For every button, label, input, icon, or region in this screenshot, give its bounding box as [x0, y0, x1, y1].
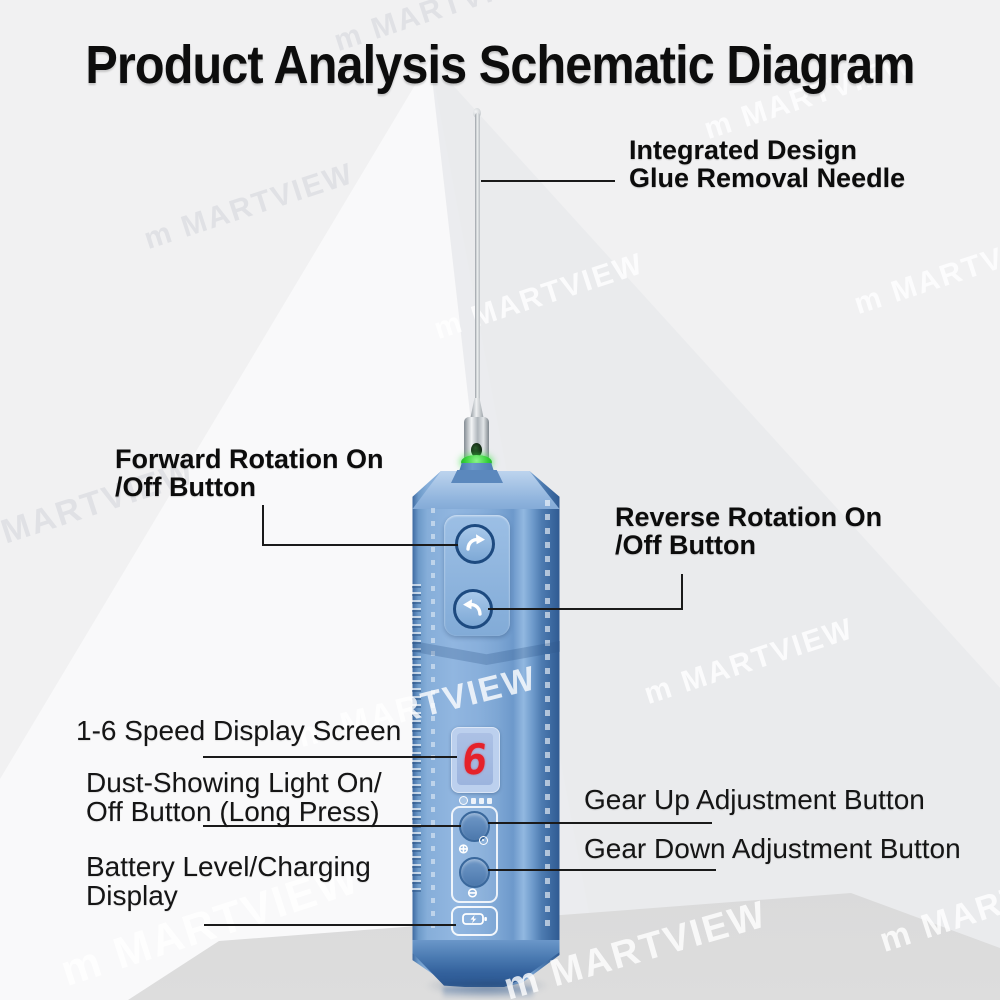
leader-line-reverse-h: [488, 608, 683, 610]
leader-line-gear-down: [488, 869, 716, 871]
leader-line-speed: [203, 756, 457, 758]
forward-rotation-button: [455, 524, 495, 564]
brand-logo-mark-icon: [458, 796, 468, 805]
plus-circle-icon: ⊕: [458, 841, 469, 856]
grip-ridges: [412, 584, 421, 894]
needle-taper: [470, 398, 484, 420]
watermark: m MARTVIEW: [430, 247, 648, 346]
speed-display-label: 1-6 Speed Display Screen: [76, 715, 402, 746]
leader-line-forward-v: [262, 505, 264, 546]
dust-light-label: Dust-Showing Light On/ Off Button (Long …: [86, 767, 382, 827]
leader-line-reverse-v: [681, 574, 683, 610]
reverse-rotation-button: [453, 589, 493, 629]
device-reflection-streak: [443, 987, 533, 1000]
clockwise-arrow-icon: [462, 529, 488, 560]
battery-display-panel: [451, 906, 498, 936]
counterclockwise-arrow-icon: [460, 594, 486, 625]
gear-up-label: Gear Up Adjustment Button: [584, 784, 925, 815]
edge-markings-left: [431, 508, 435, 928]
speed-digit: 6: [459, 734, 491, 784]
brand-logo: [453, 794, 497, 807]
watermark: m MARTVIEW: [850, 222, 1000, 321]
battery-icon: [461, 912, 488, 931]
glue-removal-needle: [475, 113, 480, 403]
battery-label: Battery Level/Charging Display: [86, 851, 371, 911]
speed-display-digit-area: 6: [457, 733, 493, 785]
leader-line-needle: [481, 180, 615, 182]
needle-label: Integrated Design Glue Removal Needle: [629, 135, 906, 193]
leader-line-dust: [203, 825, 461, 827]
reverse-rotation-label: Reverse Rotation On /Off Button: [615, 502, 883, 560]
minus-circle-icon: ⊖: [467, 885, 478, 900]
page-title: Product Analysis Schematic Diagram: [85, 35, 915, 95]
edge-markings-right: [545, 500, 550, 930]
gear-down-label: Gear Down Adjustment Button: [584, 833, 961, 864]
gear-down-button: [459, 857, 490, 888]
watermark: m MARTVIEW: [140, 157, 358, 256]
leader-line-forward-h: [262, 544, 458, 546]
watermark: m MARTVIEW: [640, 612, 858, 711]
forward-rotation-label: Forward Rotation On /Off Button: [115, 444, 384, 502]
leader-line-gear-up: [488, 822, 712, 824]
collet-hole: [471, 443, 482, 457]
leader-line-battery: [204, 924, 456, 926]
dust-light-icon: [479, 836, 488, 845]
neck-base: [451, 470, 503, 483]
